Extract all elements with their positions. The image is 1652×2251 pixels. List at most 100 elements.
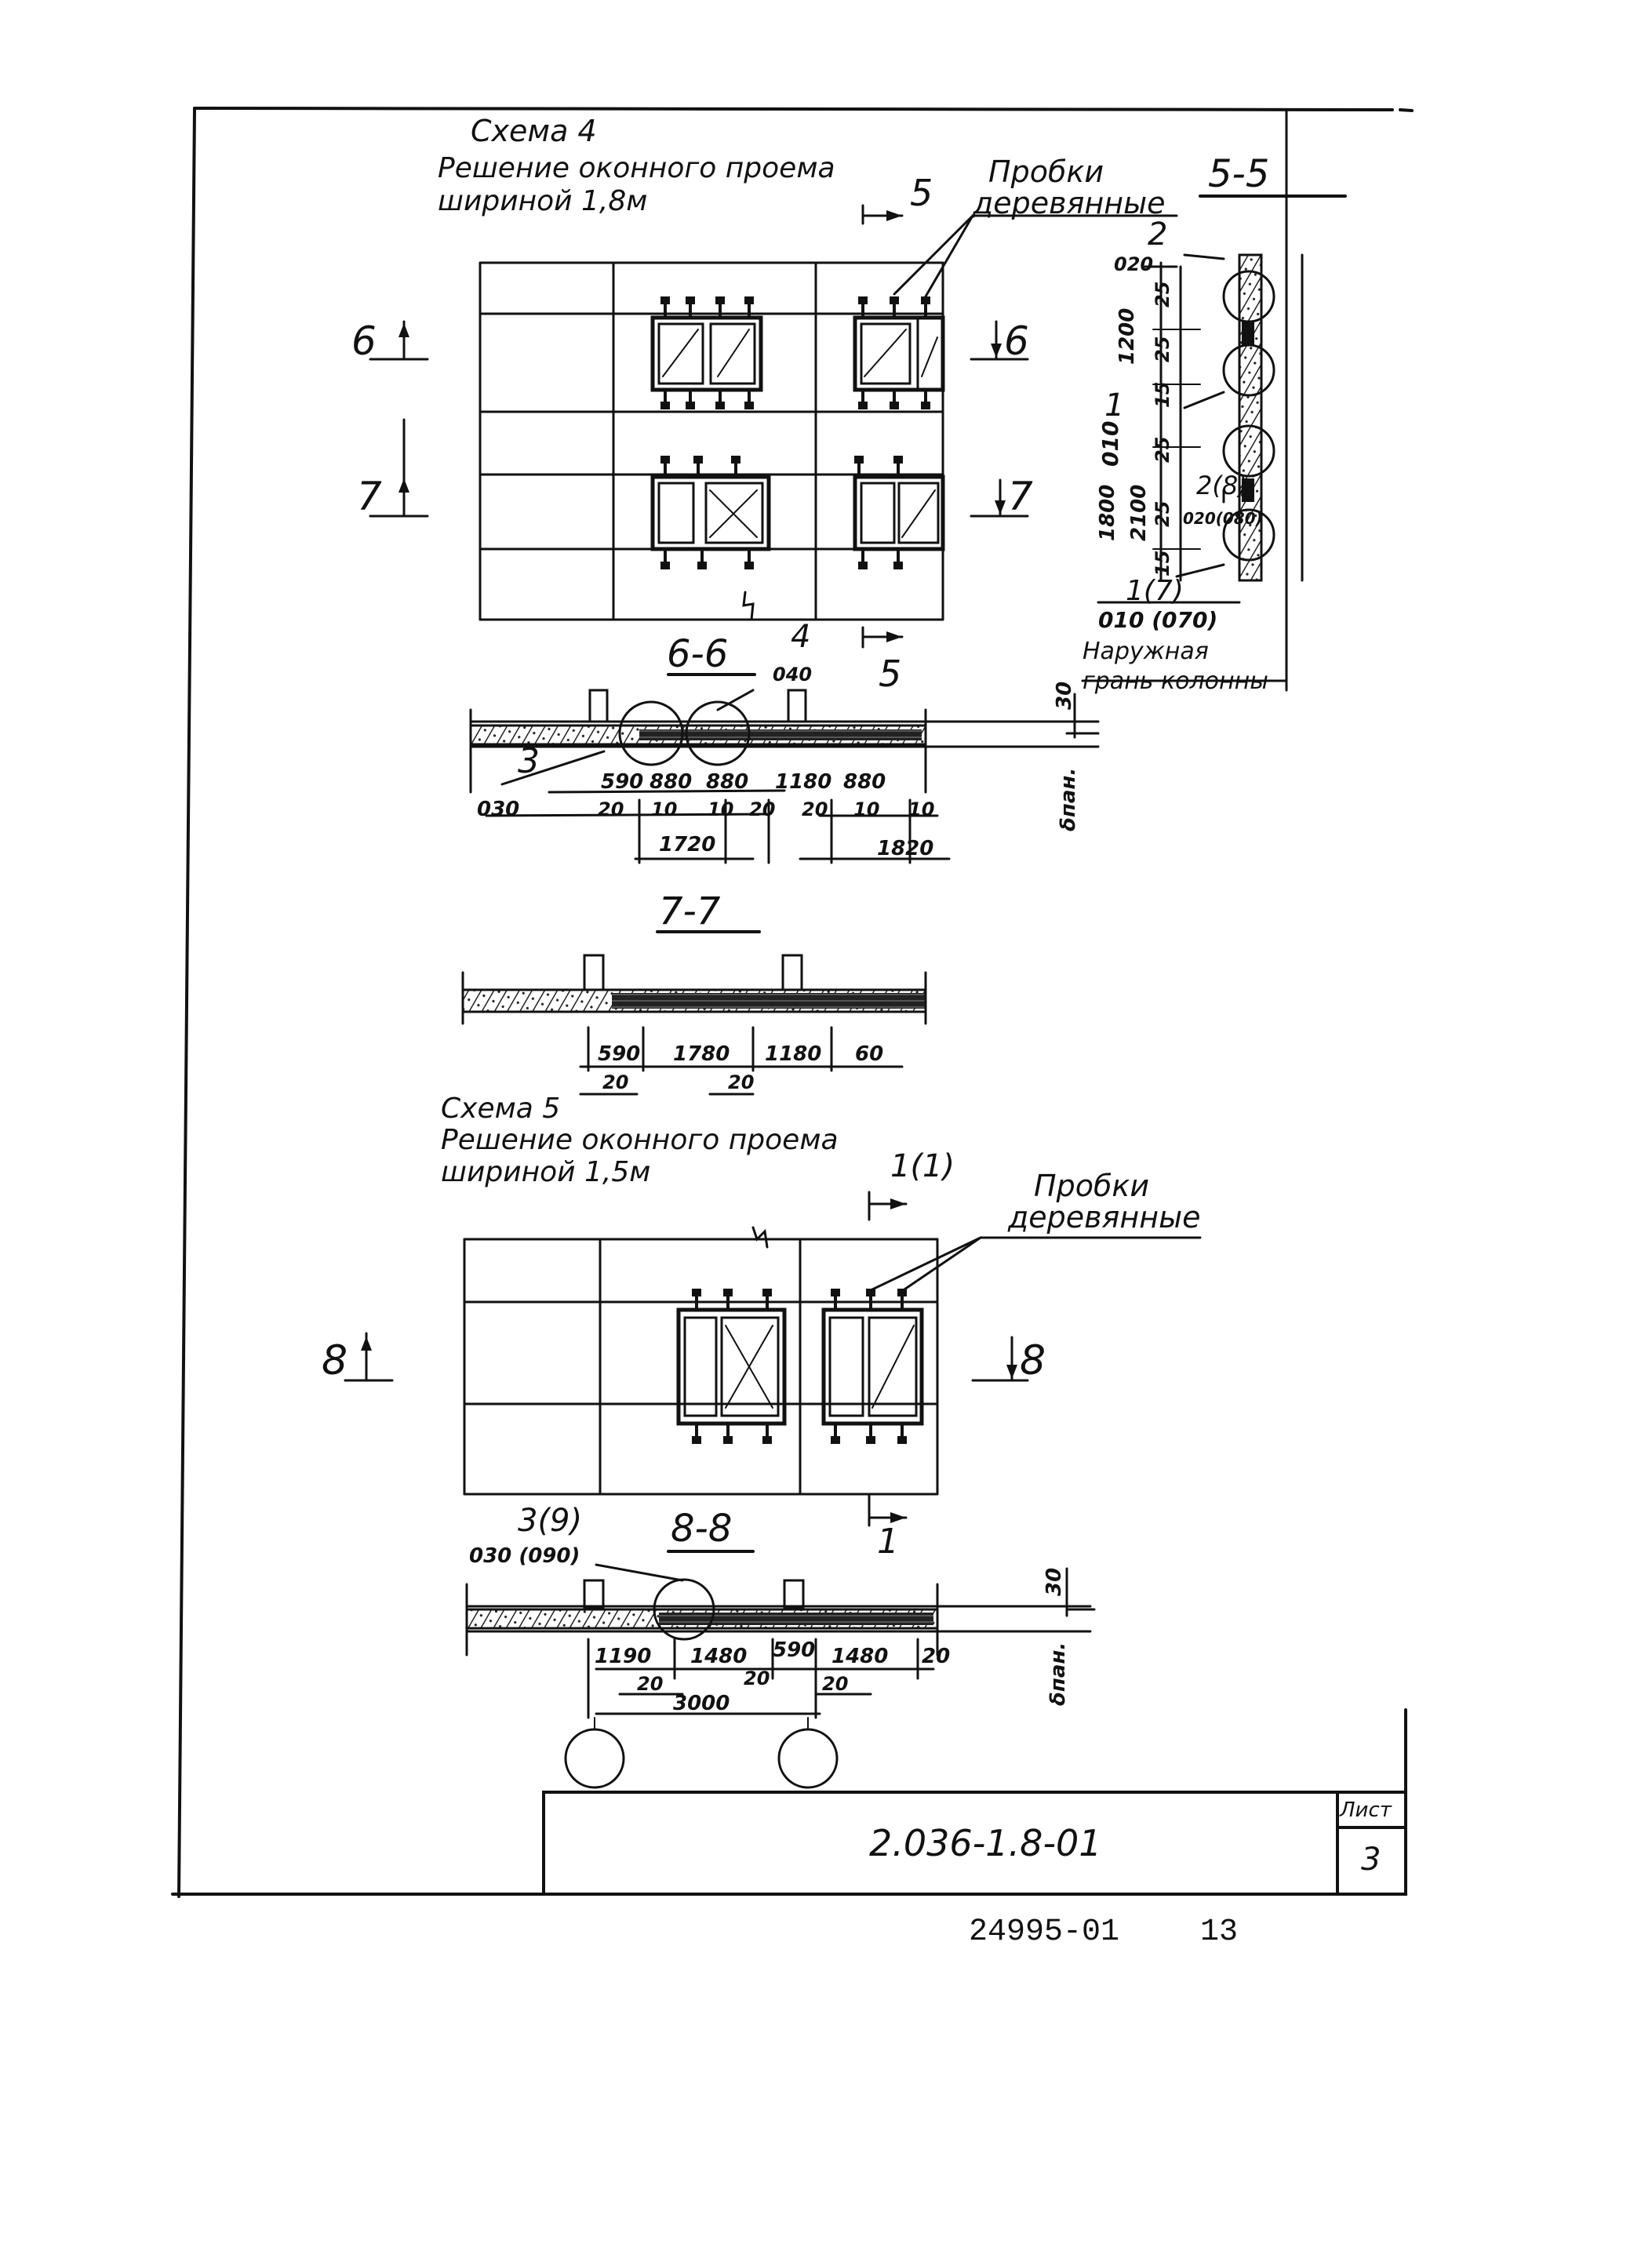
s77-dim-small-1: 20 (728, 1071, 754, 1093)
section-5-5 (1081, 195, 1347, 682)
s88-dim-1: 1480 (690, 1645, 747, 1668)
window-row1-left (650, 315, 763, 392)
s66-dim-mid-4: 20 (802, 798, 828, 820)
s55-mark-2: 2 (1148, 216, 1167, 253)
section-7-7 (461, 930, 927, 1096)
window-scheme5-left (676, 1307, 787, 1426)
s55-dim-15a: 15 (1152, 382, 1174, 408)
s66-dim-mid-0: 20 (598, 798, 624, 820)
cut-label-5-top: 5 (910, 172, 933, 214)
scheme4-subtitle1: Решение оконного проема (438, 152, 835, 184)
section-8-8 (465, 1550, 1096, 1789)
s66-dim-mid-2: 10 (708, 798, 733, 820)
scheme4-title: Схема 4 (471, 114, 597, 148)
s66-code-040: 040 (773, 664, 812, 685)
s88-dim-total: 3000 (673, 1692, 730, 1715)
s66-dim-top-0: 590 (601, 770, 643, 794)
plug-markers-row2 (660, 456, 903, 569)
cut-label-6-right: 6 (1004, 318, 1029, 364)
s55-dim-2100: 2100 (1127, 485, 1151, 541)
s55-outer-face1: Наружная (1083, 638, 1209, 665)
title-block (542, 1791, 1407, 1896)
s66-dim-mid-6: 10 (908, 798, 934, 820)
scheme4-plugs-label2: деревянные (972, 186, 1165, 220)
s88-dim-small-0: 20 (637, 1673, 663, 1695)
s55-mark-2-8: 2(8) (1196, 471, 1248, 500)
s55-dim-25a: 25 (1152, 282, 1174, 307)
scheme5-plugs-label1: Пробки (1034, 1169, 1149, 1203)
section-title-6-6: 6-6 (667, 632, 728, 676)
s88-dim-2: 590 (773, 1638, 815, 1662)
cut-label-1: 1 (877, 1522, 899, 1562)
scheme5-title: Схема 5 (441, 1093, 560, 1125)
s55-code-020-080: 020(080) (1183, 509, 1263, 528)
cut-label-8-left: 8 (322, 1337, 348, 1384)
s77-dim-1: 1780 (673, 1042, 730, 1066)
title-sheet-number: 3 (1361, 1842, 1381, 1878)
scheme4-subtitle2: шириной 1,8м (438, 185, 647, 217)
s66-dim-total2: 1820 (877, 837, 933, 860)
s66-dim-top-1: 880 (650, 770, 692, 794)
s55-dim-25c: 25 (1152, 437, 1174, 463)
s88-dim-3: 1480 (831, 1645, 888, 1668)
s88-dim-small-1: 20 (744, 1667, 770, 1689)
section-title-5-5: 5-5 (1208, 152, 1269, 196)
section-6-6 (469, 673, 1100, 864)
section-title-7-7: 7-7 (659, 889, 721, 933)
cut-label-1-1: 1(1) (890, 1148, 955, 1184)
s55-code-010: 010 (1097, 421, 1123, 467)
s77-dim-small-0: 20 (602, 1071, 628, 1093)
s55-dim-15b: 15 (1152, 551, 1174, 576)
s88-dim-0: 1190 (595, 1645, 651, 1668)
s55-outer-face2: грань колонны (1083, 667, 1268, 695)
s55-dim-25d: 25 (1152, 501, 1174, 527)
footer-number: 24995-01 (969, 1915, 1119, 1950)
section-title-8-8: 8-8 (671, 1507, 732, 1551)
footer-page: 13 (1200, 1915, 1238, 1950)
s66-code-030: 030 (477, 798, 519, 821)
cut-label-5-bottom: 5 (879, 653, 901, 695)
s66-dim-mid-3: 20 (749, 798, 775, 820)
s66-dim-top-2: 880 (706, 770, 748, 794)
plug-markers-scheme5 (692, 1289, 907, 1444)
window-row1-right (853, 315, 945, 392)
s88-mark-3-9: 3(9) (518, 1503, 582, 1539)
s77-dim-0: 590 (598, 1042, 640, 1066)
s66-dim-top-3: 1180 (775, 770, 831, 794)
cut-label-7-right: 7 (1008, 474, 1033, 519)
s88-code-030-090: 030 (090) (469, 1544, 580, 1568)
s55-code-020: 020 (1114, 253, 1153, 275)
s66-dim-top-4: 880 (843, 770, 886, 794)
window-row2-left (650, 475, 771, 551)
s55-mark-1-7: 1(7) (1126, 575, 1184, 607)
window-row2-right (853, 475, 945, 551)
title-sheet-label: Лист (1339, 1798, 1392, 1822)
s66-mark-3: 3 (518, 741, 540, 781)
scheme5-elevation (344, 1191, 1202, 1527)
scheme5-subtitle2: шириной 1,5м (441, 1156, 650, 1188)
s66-dim-mid-5: 10 (853, 798, 879, 820)
s66-dim-total1: 1720 (659, 833, 715, 856)
cut-label-6-left: 6 (351, 318, 377, 364)
scheme5-plugs-label2: деревянные (1007, 1200, 1200, 1235)
window-scheme5-right (821, 1307, 924, 1426)
scheme5-subtitle1: Решение оконного проема (441, 1124, 839, 1156)
s66-dim-mid-1: 10 (651, 798, 677, 820)
title-doc-code: 2.036-1.8-01 (869, 1822, 1102, 1864)
s66-dim-bpan: δпан. (1057, 768, 1080, 831)
s88-dim-bpan: δпан. (1046, 1642, 1070, 1706)
s88-dim-4: 20 (922, 1645, 950, 1668)
plug-markers-row1 (660, 296, 930, 409)
cut-label-8-right: 8 (1020, 1337, 1046, 1384)
scheme4-elevation (369, 204, 1178, 649)
s88-dim-small-2: 20 (822, 1673, 848, 1695)
s55-dim-25b: 25 (1152, 336, 1174, 362)
s55-dim-1800: 1800 (1096, 485, 1119, 541)
s77-dim-2: 1180 (765, 1042, 821, 1066)
s55-code-010-070: 010 (070) (1098, 607, 1217, 633)
s66-mark-4: 4 (791, 619, 810, 655)
s66-dim-30: 30 (1053, 682, 1076, 710)
s55-dim-1200: 1200 (1115, 308, 1139, 365)
s55-mark-1: 1 (1104, 387, 1124, 424)
